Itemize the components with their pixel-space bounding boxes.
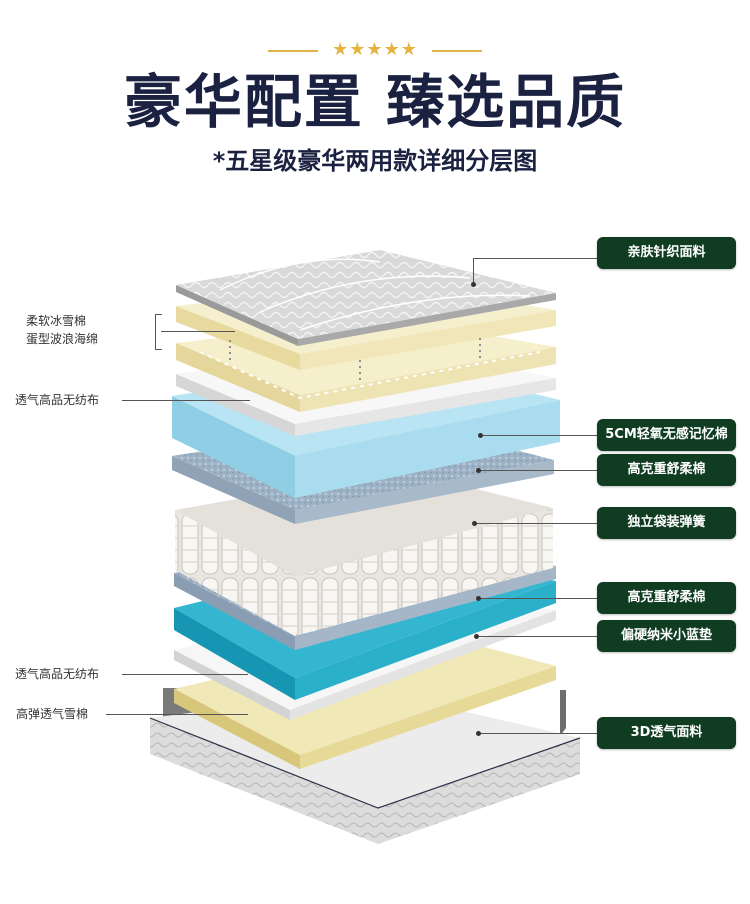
leader-line bbox=[122, 674, 248, 675]
leader-line bbox=[473, 258, 597, 259]
label-memory-foam: 5CM轻氧无感记忆棉 bbox=[597, 419, 736, 451]
leader-line bbox=[106, 714, 248, 715]
leader-dot bbox=[472, 521, 477, 526]
snow-cotton-layer bbox=[174, 630, 556, 769]
page-title: 豪华配置 臻选品质 bbox=[123, 68, 627, 136]
leader-line bbox=[476, 636, 597, 637]
leader-line bbox=[473, 258, 474, 284]
label-felt-cotton-upper: 高克重舒柔棉 bbox=[597, 454, 736, 486]
leader-line bbox=[478, 598, 597, 599]
label-egg-foam: 蛋型波浪海绵 bbox=[26, 332, 99, 346]
leader-dot bbox=[471, 282, 476, 287]
leader-dot bbox=[476, 596, 481, 601]
label-nonwoven-bottom: 透气高品无纺布 bbox=[15, 667, 100, 681]
star-rating-icon: ★★★★★ bbox=[332, 39, 418, 60]
leader-line bbox=[478, 470, 597, 471]
label-blue-pad: 偏硬纳米小蓝垫 bbox=[597, 620, 736, 652]
label-felt-cotton-lower: 高克重舒柔棉 bbox=[597, 582, 736, 614]
leader-dot bbox=[474, 634, 479, 639]
label-knit-fabric: 亲肤针织面料 bbox=[597, 237, 736, 269]
leader-dot bbox=[476, 731, 481, 736]
leader-line bbox=[478, 733, 597, 734]
label-ice-cotton: 柔软冰雪棉 bbox=[26, 314, 87, 328]
leader-line bbox=[474, 523, 597, 524]
label-snow-cotton: 高弹透气雪棉 bbox=[16, 707, 89, 721]
label-pocket-spring: 独立袋装弹簧 bbox=[597, 507, 736, 539]
leader-line bbox=[122, 400, 250, 401]
label-nonwoven-top: 透气高品无纺布 bbox=[15, 393, 100, 407]
leader-line bbox=[480, 435, 597, 436]
leader-dot bbox=[478, 433, 483, 438]
knit-fabric-layer bbox=[176, 250, 556, 346]
leader-line bbox=[161, 331, 235, 332]
stars-decoration: ★★★★★ bbox=[0, 38, 750, 62]
label-3d-fabric: 3D透气面料 bbox=[597, 717, 736, 749]
bracket-left bbox=[155, 314, 162, 350]
page-subtitle: *五星级豪华两用款详细分层图 bbox=[212, 147, 538, 175]
leader-dot bbox=[476, 468, 481, 473]
gold-divider-left bbox=[268, 50, 318, 52]
gold-divider-right bbox=[432, 50, 482, 52]
